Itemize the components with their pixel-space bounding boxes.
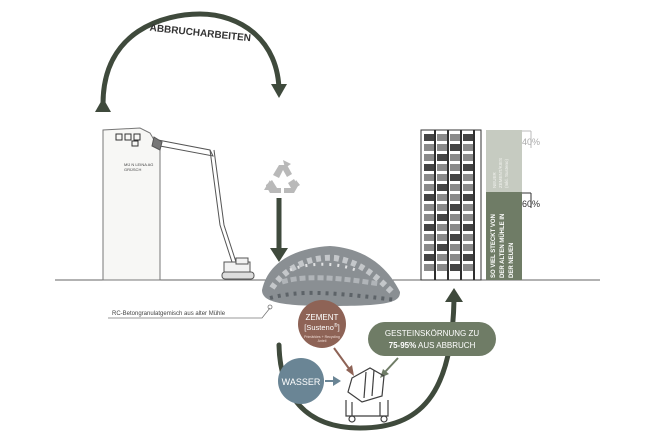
building-window — [424, 214, 434, 221]
lower-share-percent: 60% — [522, 199, 540, 209]
building-window — [450, 224, 460, 231]
building-window — [450, 164, 460, 171]
building-window — [463, 244, 473, 251]
cement-note-1: Primärkies + Recycling — [304, 335, 340, 339]
water-label: WASSER — [282, 377, 321, 387]
building-pillar — [434, 130, 436, 280]
building-window — [463, 154, 473, 161]
building-window — [424, 134, 434, 141]
caption-leader-dot — [267, 304, 273, 310]
arc-up-arrow — [95, 98, 111, 112]
cement-title: ZEMENT — [306, 313, 339, 322]
building-window — [424, 184, 434, 191]
demolition-arc — [100, 11, 282, 107]
building-window — [450, 234, 460, 241]
building-window — [437, 204, 447, 211]
building-window — [463, 134, 473, 141]
old-mill-sign-2: GRÜSCH — [124, 167, 141, 172]
building-window — [463, 194, 473, 201]
building-window — [437, 234, 447, 241]
caption-leader — [108, 307, 271, 319]
building-window — [463, 214, 473, 221]
building-window — [437, 174, 447, 181]
building-window — [450, 254, 460, 261]
building-window — [437, 214, 447, 221]
old-mill-building: MÜ N LEINA AG GRÜSCH — [102, 127, 161, 281]
building-window — [424, 154, 434, 161]
cement-to-mixer-arrow — [333, 347, 354, 376]
building-window — [424, 164, 434, 171]
excavator-icon — [151, 136, 255, 280]
building-window — [450, 154, 460, 161]
building-window — [463, 234, 473, 241]
upper-share-panel — [486, 130, 522, 192]
grain-to-mixer-arrow — [380, 357, 399, 378]
recycle-down-arrow — [270, 248, 288, 262]
rubble-caption: RC-Betongranulatgemisch aus alter Mühle — [112, 311, 226, 317]
building-pillar — [447, 130, 449, 280]
building-pillar — [473, 130, 475, 280]
building-window — [437, 224, 447, 231]
building-window — [463, 144, 473, 151]
building-window — [463, 264, 473, 271]
cement-mixer-icon — [345, 367, 389, 423]
building-window — [437, 154, 447, 161]
building-window — [424, 264, 434, 271]
building-window — [450, 134, 460, 141]
building-window — [463, 184, 473, 191]
cement-bubble — [298, 300, 346, 348]
grain-line-2: 75-95% AUS ABBRUCH — [389, 341, 476, 350]
building-window — [437, 144, 447, 151]
cement-note-2: Anteil — [318, 339, 327, 343]
demolition-label: ABBRUCHARBEITEN — [149, 23, 251, 45]
building-window — [437, 164, 447, 171]
building-window — [450, 244, 460, 251]
building-window — [450, 214, 460, 221]
old-mill-sign: MÜ N LEINA AG — [124, 162, 153, 167]
building-pillar — [460, 130, 462, 280]
building-window — [437, 194, 447, 201]
building-window — [424, 144, 434, 151]
building-window — [450, 144, 460, 151]
building-window — [424, 224, 434, 231]
building-window — [463, 254, 473, 261]
water-to-mixer-arrow — [325, 376, 341, 386]
cement-subtitle: [Susteno®] — [304, 322, 339, 332]
grain-line-1: GESTEINSKÖRNUNG ZU — [385, 329, 479, 338]
building-window — [424, 254, 434, 261]
building-window — [424, 234, 434, 241]
building-window — [437, 134, 447, 141]
grain-bubble — [368, 322, 496, 356]
building-window — [463, 224, 473, 231]
building-window — [424, 174, 434, 181]
building-window — [437, 184, 447, 191]
building-window — [424, 194, 434, 201]
building-window — [463, 174, 473, 181]
building-window — [424, 244, 434, 251]
building-window — [437, 264, 447, 271]
recycle-icon — [264, 160, 300, 193]
lower-share-panel — [486, 192, 522, 280]
building-window — [450, 194, 460, 201]
bottom-up-arrow — [445, 288, 463, 302]
lower-share-text: SO VIEL STECKT VON DER ALTEN MÜHLE IN DE… — [491, 212, 515, 278]
upper-share-text: NEUER ZEMENT/KIES (Inkl. Susteno) — [492, 157, 509, 188]
building-window — [450, 204, 460, 211]
building-window — [463, 164, 473, 171]
building-window — [463, 204, 473, 211]
building-window — [437, 254, 447, 261]
building-window — [450, 174, 460, 181]
building-window — [424, 204, 434, 211]
arc-down-arrow — [271, 84, 287, 98]
water-bubble — [278, 358, 324, 404]
upper-share-percent: 40% — [522, 137, 540, 147]
rubble-pile — [262, 246, 400, 306]
building-window — [450, 264, 460, 271]
building-window — [437, 244, 447, 251]
new-building — [420, 129, 482, 281]
building-window — [450, 184, 460, 191]
